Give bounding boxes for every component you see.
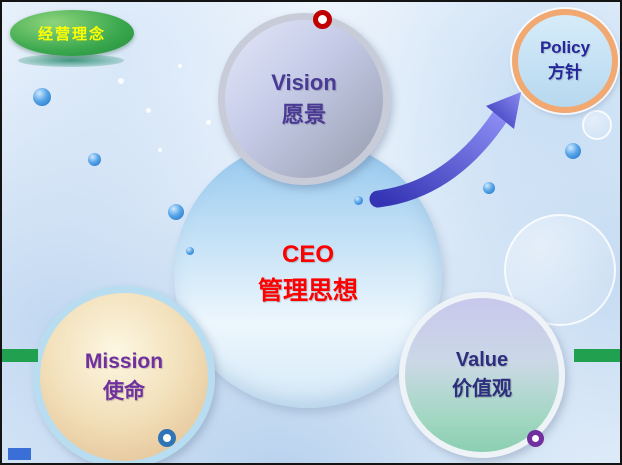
node-vision-subtitle: 愿景 bbox=[281, 102, 326, 127]
node-value-subtitle: 价值观 bbox=[452, 378, 512, 400]
node-policy-title: Policy bbox=[539, 38, 591, 58]
node-policy: Policy 方针 bbox=[512, 9, 618, 113]
node-ceo: CEO 管理思想 bbox=[174, 140, 442, 408]
node-mission: Mission 使命 bbox=[33, 286, 215, 463]
philosophy-badge: 经营理念 bbox=[10, 10, 134, 56]
blue-sphere-decoration bbox=[565, 143, 581, 159]
node-ceo-subtitle: 管理思想 bbox=[257, 277, 358, 306]
node-vision: Vision 愿景 bbox=[218, 13, 390, 185]
sparkle-dot bbox=[158, 148, 162, 152]
blue-sphere-decoration bbox=[186, 247, 194, 255]
blue-corner-tab bbox=[8, 448, 31, 460]
blue-sphere-decoration bbox=[88, 153, 101, 166]
blue-sphere-decoration bbox=[354, 196, 363, 205]
connector-ring-bottom-right bbox=[527, 430, 544, 447]
sparkle-dot bbox=[118, 78, 124, 84]
green-accent-bar-left bbox=[2, 349, 38, 362]
node-mission-title: Mission bbox=[84, 349, 164, 373]
node-mission-subtitle: 使命 bbox=[103, 380, 145, 403]
badge-shadow bbox=[18, 54, 124, 67]
node-vision-title: Vision bbox=[271, 70, 337, 96]
sparkle-dot bbox=[146, 108, 151, 113]
connector-ring-bottom-left bbox=[158, 429, 176, 447]
blue-sphere-decoration bbox=[33, 88, 51, 106]
blue-sphere-decoration bbox=[168, 204, 184, 220]
node-ceo-title: CEO bbox=[281, 241, 334, 269]
connector-ring-top bbox=[313, 10, 332, 29]
green-accent-bar-right bbox=[574, 349, 620, 362]
sparkle-dot bbox=[206, 120, 211, 125]
sparkle-dot bbox=[178, 64, 182, 68]
blue-sphere-decoration bbox=[483, 182, 495, 194]
node-policy-subtitle: 方针 bbox=[548, 63, 582, 82]
node-value-title: Value bbox=[455, 349, 509, 371]
philosophy-badge-label: 经营理念 bbox=[37, 25, 106, 43]
bubble-decoration bbox=[582, 110, 612, 140]
